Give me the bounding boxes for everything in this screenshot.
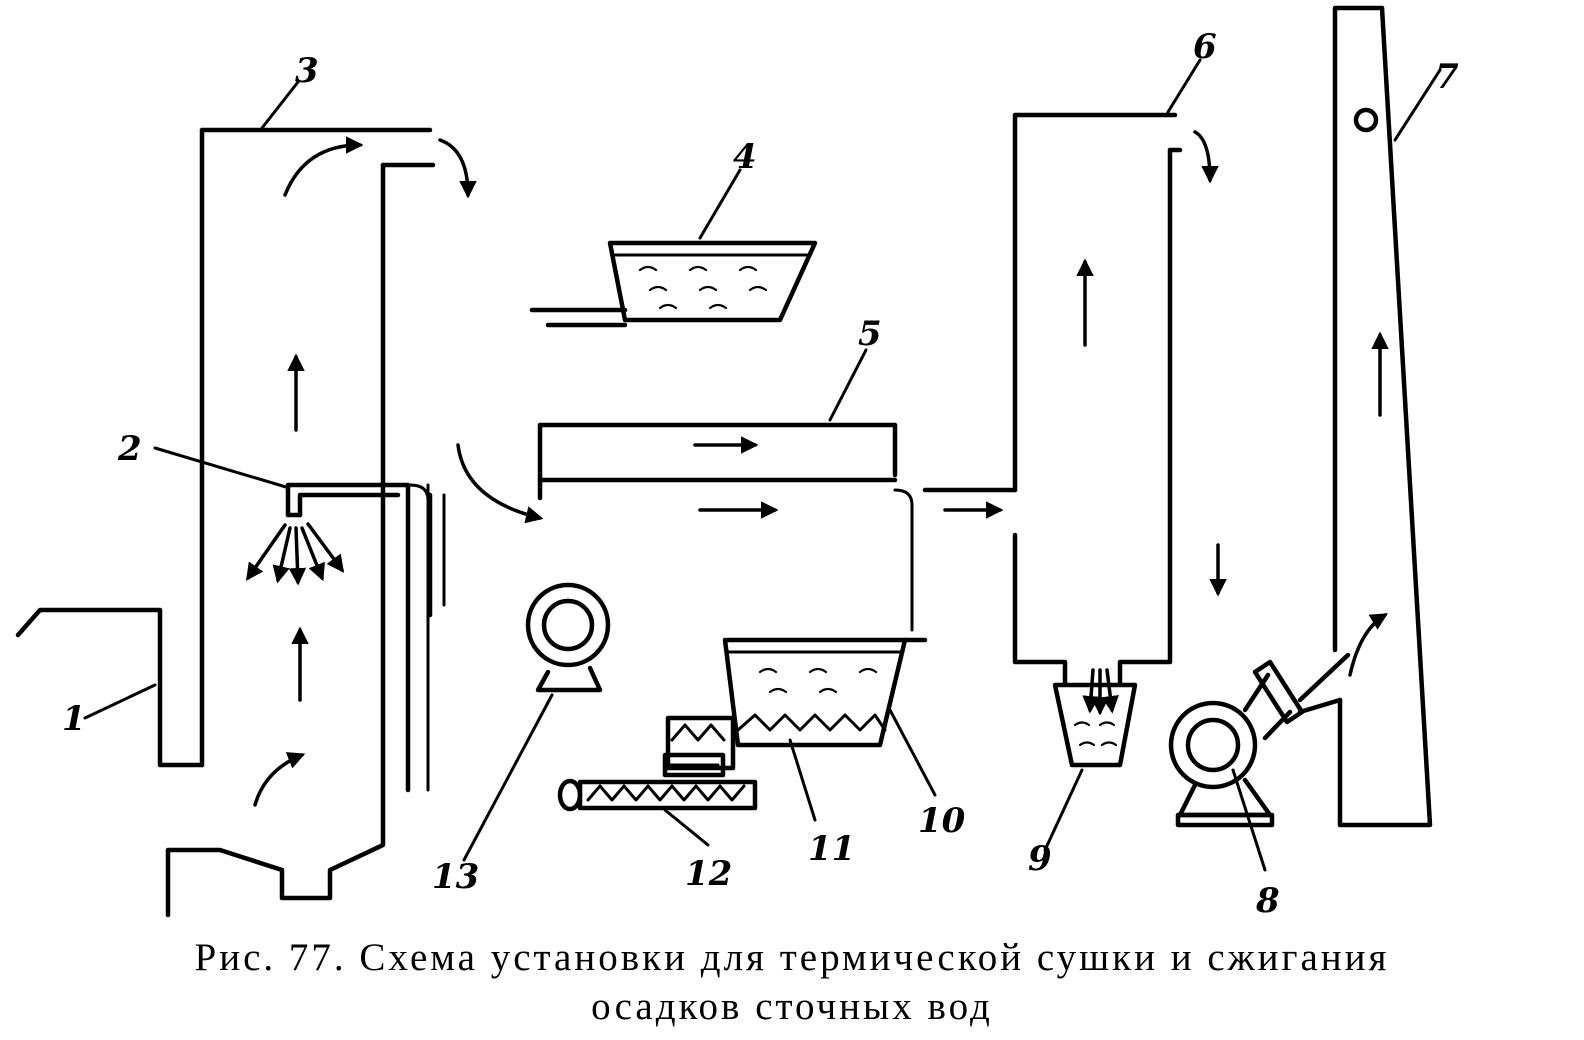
label-13: 13 [432,857,479,897]
furnace-chamber [165,127,436,918]
feed-inlet [15,607,205,768]
chimney-7 [1332,5,1433,828]
drum-dryer-5 [537,422,914,632]
cyclone-6 [1012,112,1227,685]
label-3: 3 [295,51,319,91]
label-9: 9 [1028,839,1052,879]
ash-receiver-9 [1052,668,1138,768]
exhaust-fan-8 [1168,652,1351,828]
installation-diagram: 1 2 3 4 5 6 7 8 9 10 11 12 13 [15,5,1459,921]
receiver-tank-10 [722,637,928,748]
label-1: 1 [62,699,86,739]
figure-caption-line-2: осадков сточных вод [591,985,993,1028]
label-4: 4 [733,137,757,177]
label-5: 5 [858,314,882,354]
sludge-tank-4 [607,240,818,323]
part-numbers: 1 2 3 4 5 6 7 8 9 10 11 12 13 [62,27,1459,921]
tank-4-pipe [529,307,628,328]
furnace-flow-arrows [253,136,544,807]
spray-nozzle [245,482,430,793]
figure-caption-line-1: Рис. 77. Схема установки для термической… [194,936,1390,979]
label-7: 7 [1435,57,1459,97]
label-12: 12 [685,854,732,894]
screw-conveyor-12 [557,778,758,812]
fan-pipe [427,492,446,618]
screw-conveyor-11 [662,715,736,778]
gas-duct [922,487,1018,519]
label-8: 8 [1255,881,1280,921]
label-11: 11 [808,829,855,869]
label-2: 2 [117,429,142,469]
label-6: 6 [1193,27,1217,67]
fan-13 [525,582,611,693]
leader-lines [83,58,1442,872]
label-10: 10 [918,801,966,841]
